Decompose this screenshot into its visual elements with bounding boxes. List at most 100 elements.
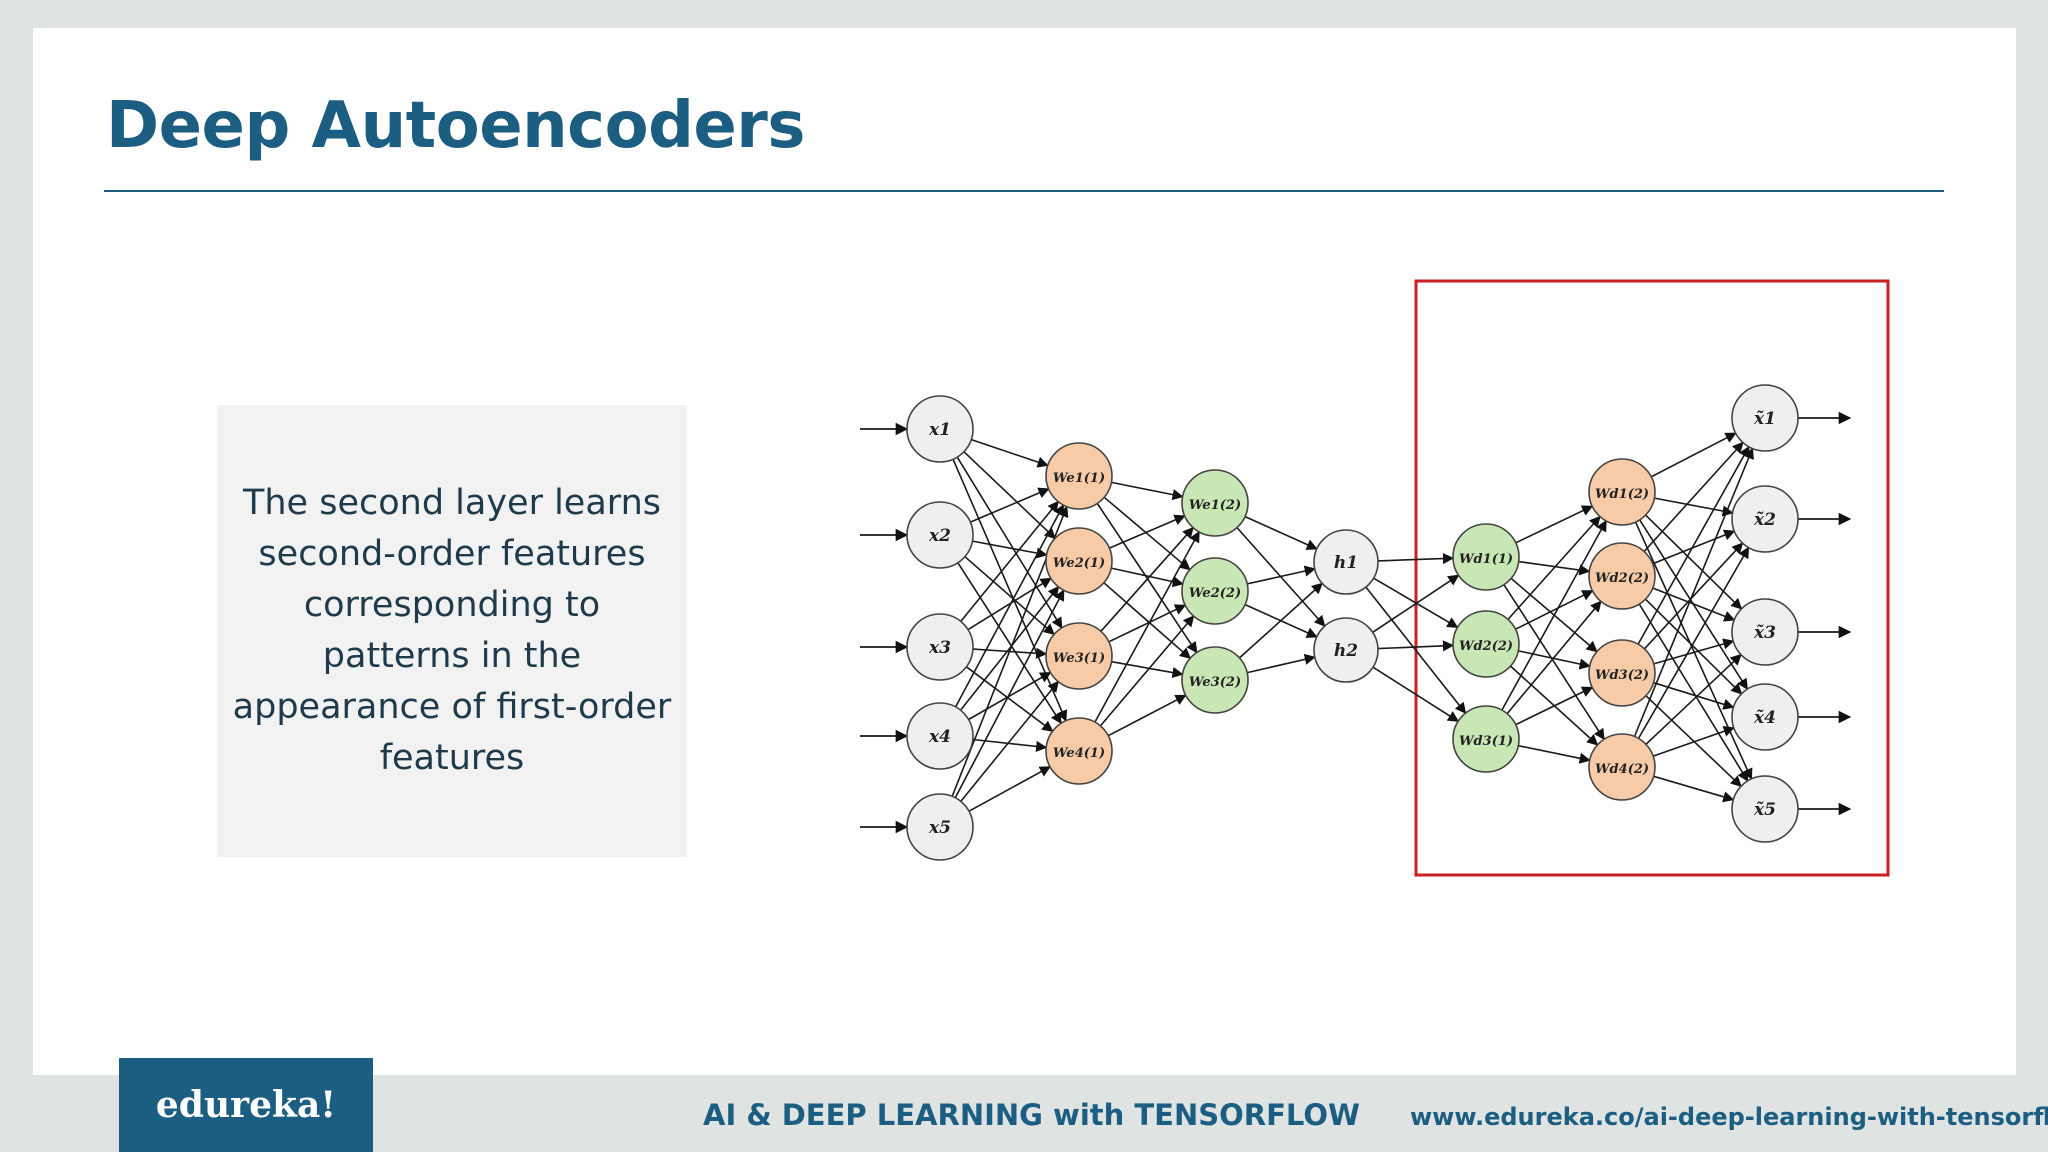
edge-input-1-to-encoder1-2: [963, 451, 1056, 540]
edge-input-5-to-encoder1-3: [960, 680, 1059, 802]
io-arrows: [860, 411, 1852, 834]
page-title: Deep Autoencoders: [106, 89, 805, 163]
edge-decoder1-1-to-decoder2-4: [1503, 584, 1605, 741]
encoder1-node-label-1: We1(1): [1053, 471, 1105, 486]
connection-edges: [951, 432, 1754, 812]
input-node-4: [906, 702, 974, 770]
edge-input-2-to-encoder1-1: [970, 487, 1050, 523]
output-node-2: [1731, 485, 1799, 553]
edge-decoder2-3-to-output-2: [1643, 542, 1744, 650]
edge-input-4-to-encoder1-2: [959, 585, 1060, 711]
edge-decoder1-2-to-decoder2-2: [1515, 590, 1594, 630]
edge-decoder2-3-to-output-5: [1645, 695, 1742, 788]
input-node-1: [906, 395, 974, 463]
edge-decoder2-1-to-output-1: [1650, 432, 1737, 478]
code-node-label-1: h1: [1334, 553, 1358, 573]
edge-decoder2-2-to-output-4: [1644, 598, 1743, 695]
encoder2-node-3: [1181, 646, 1249, 714]
edge-code-2-to-decoder1-2: [1377, 640, 1455, 652]
decoder1-node-2: [1452, 610, 1520, 678]
edge-encoder1-3-to-encoder2-1: [1100, 526, 1194, 632]
edge-encoder2-1-to-code-1: [1244, 515, 1318, 550]
edge-decoder2-4-to-output-2: [1637, 546, 1750, 739]
edge-encoder1-1-to-encoder2-2: [1103, 496, 1191, 571]
edge-encoder1-4-to-encoder2-2: [1099, 615, 1195, 727]
decoder2-node-label-3: Wd3(2): [1595, 668, 1649, 683]
output-node-label-2: x̃2: [1753, 510, 1776, 530]
autoencoder-diagram: x1x2x3x4x5We1(1)We2(1)We3(1)We4(1)We1(2)…: [860, 279, 1890, 877]
edge-decoder2-2-to-output-5: [1638, 603, 1749, 782]
encoder2-node-2: [1181, 557, 1249, 625]
edge-decoder2-4-to-output-1: [1633, 447, 1754, 737]
edge-decoder1-3-to-decoder2-4: [1518, 744, 1591, 764]
edge-decoder2-4-to-output-3: [1645, 653, 1742, 745]
title-divider: [104, 190, 1944, 192]
encoder1-node-4: [1045, 717, 1113, 785]
encoder1-node-3: [1045, 622, 1113, 690]
edge-input-3-to-encoder1-2: [967, 577, 1052, 631]
decoder1-node-label-2: Wd2(2): [1459, 639, 1513, 654]
edge-encoder2-3-to-code-2: [1247, 653, 1316, 674]
code-node-2: [1313, 617, 1379, 683]
edge-decoder1-3-to-decoder2-3: [1515, 686, 1594, 726]
decoder2-node-label-1: Wd1(2): [1595, 487, 1649, 502]
encoder2-node-1: [1181, 469, 1249, 537]
logo-text: edureka!: [155, 1084, 337, 1126]
encoder2-node-label-1: We1(2): [1189, 498, 1241, 513]
edge-input-1-to-encoder1-1: [971, 438, 1049, 468]
description-text: The second layer learns second-order fea…: [232, 483, 672, 778]
output-node-label-3: x̃3: [1753, 623, 1776, 643]
edge-code-1-to-decoder1-3: [1365, 586, 1467, 714]
edge-input-2-to-encoder1-4: [957, 562, 1062, 725]
edge-decoder2-1-to-output-3: [1645, 514, 1743, 610]
edge-decoder2-4-to-output-4: [1652, 725, 1735, 757]
edge-decoder2-4-to-output-5: [1653, 775, 1735, 803]
edge-encoder2-2-to-code-1: [1247, 565, 1316, 585]
edge-decoder1-2-to-decoder2-1: [1507, 515, 1601, 620]
edge-input-4-to-encoder1-3: [968, 671, 1052, 721]
input-node-label-3: x3: [928, 638, 951, 658]
input-node-label-5: x5: [928, 818, 951, 838]
edge-encoder1-1-to-encoder2-3: [1096, 503, 1198, 654]
edge-decoder1-1-to-decoder2-1: [1515, 505, 1594, 544]
encoder2-node-label-3: We3(2): [1189, 675, 1241, 690]
edge-code-2-to-decoder1-3: [1372, 666, 1460, 722]
decoder1-node-label-1: Wd1(1): [1459, 552, 1513, 567]
edge-decoder2-2-to-output-1: [1643, 441, 1744, 553]
input-node-label-1: x1: [928, 420, 951, 440]
decoder2-node-1: [1588, 458, 1656, 526]
edge-encoder1-3-to-encoder2-3: [1111, 660, 1184, 679]
edge-code-2-to-decoder1-1: [1372, 574, 1460, 633]
edge-encoder1-2-to-encoder2-3: [1103, 582, 1192, 660]
edge-input-5-to-encoder1-2: [954, 589, 1065, 799]
decoder1-node-1: [1452, 523, 1520, 591]
edureka-logo: edureka!: [119, 1058, 373, 1152]
edge-input-3-to-encoder1-1: [960, 500, 1059, 622]
output-node-label-5: x̃5: [1753, 800, 1776, 820]
decoder2-node-4: [1588, 733, 1656, 801]
edge-decoder2-3-to-output-1: [1637, 445, 1750, 645]
code-node-label-2: h2: [1334, 641, 1358, 661]
decoder2-node-label-4: Wd4(2): [1595, 762, 1649, 777]
output-node-3: [1731, 598, 1799, 666]
edge-encoder1-4-to-encoder2-1: [1094, 530, 1200, 723]
encoder1-node-2: [1045, 527, 1113, 595]
edge-code-1-to-decoder1-1: [1377, 552, 1455, 565]
input-node-label-2: x2: [928, 526, 951, 546]
decoder2-node-3: [1588, 639, 1656, 707]
encoder1-node-1: [1045, 442, 1113, 510]
edge-code-1-to-decoder1-2: [1373, 577, 1459, 628]
edge-input-2-to-encoder1-2: [972, 540, 1048, 559]
encoder1-node-label-4: We4(1): [1053, 746, 1105, 761]
input-node-5: [906, 793, 974, 861]
edge-decoder1-1-to-decoder2-2: [1518, 560, 1591, 576]
decoder-highlight-box: [1414, 279, 1890, 877]
edge-decoder2-2-to-output-2: [1652, 529, 1736, 565]
code-node-1: [1313, 529, 1379, 595]
edge-decoder2-3-to-output-4: [1653, 681, 1735, 710]
decoder2-node-label-2: Wd2(2): [1595, 571, 1649, 586]
encoder1-node-label-3: We3(1): [1053, 651, 1105, 666]
edge-input-4-to-encoder1-1: [954, 504, 1065, 708]
output-node-1: [1731, 384, 1799, 452]
edge-input-2-to-encoder1-3: [964, 556, 1055, 636]
